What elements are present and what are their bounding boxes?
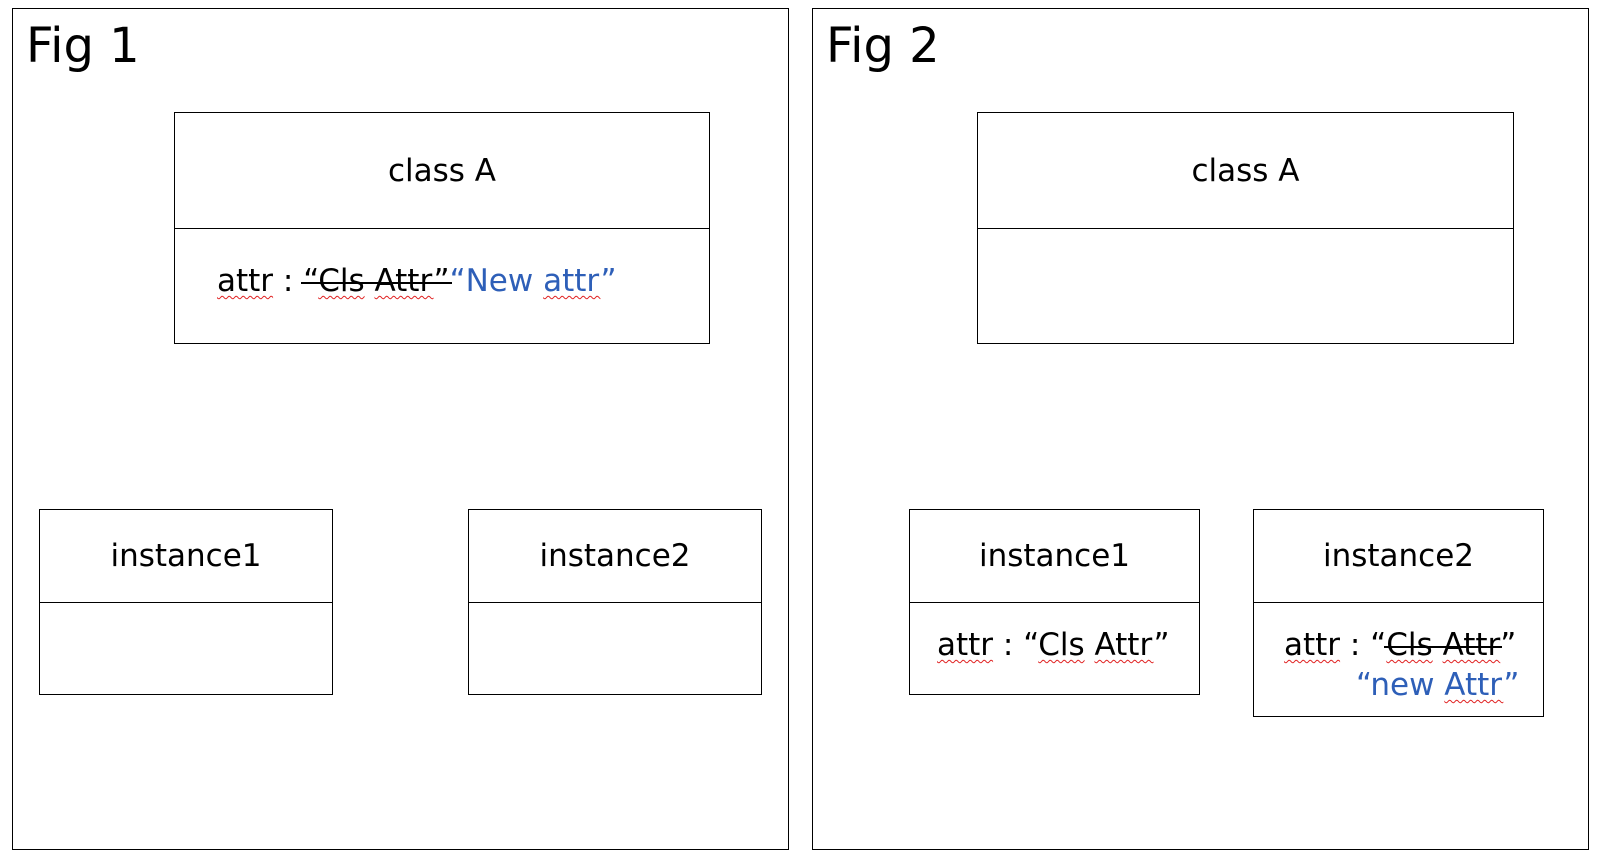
fig1-instance2-name: instance2 — [539, 538, 691, 574]
fig1-old-value: “Cls Attr” — [301, 263, 452, 299]
fig1-new-close: ” — [600, 263, 617, 299]
fig2-instance2-body: attr : “Cls Attr” “new Attr” — [1254, 602, 1543, 716]
fig2-instance1-attr-line: attr : “Cls Attr” — [937, 630, 1170, 661]
fig1-new-word: attr — [543, 263, 601, 299]
fig1-attr-key: attr — [217, 263, 274, 299]
fig1-class-attr-line: attr : “Cls Attr”“New attr” — [217, 266, 617, 297]
fig2-i2-old-value: Cls Attr — [1384, 627, 1503, 663]
fig1-instance2-body — [469, 602, 761, 694]
fig1-old-word1: Cls — [318, 263, 365, 299]
fig2-panel: Fig 2 class A instance1 attr : “Cls Attr… — [812, 8, 1589, 850]
fig1-old-word2: Attr — [374, 263, 434, 299]
fig1-new-value: “New attr” — [450, 263, 617, 299]
fig2-instance2-header: instance2 — [1254, 510, 1543, 603]
fig1-title: Fig 1 — [26, 18, 140, 74]
fig1-instance2-header: instance2 — [469, 510, 761, 603]
fig2-i1-word1: Cls — [1038, 627, 1085, 663]
fig2-i1-attr-key: attr — [937, 627, 994, 663]
fig2-instance1-box: instance1 attr : “Cls Attr” — [909, 509, 1200, 695]
fig2-title: Fig 2 — [826, 18, 940, 74]
fig2-i1-word2: Attr — [1094, 627, 1154, 663]
fig1-old-close-quote: ” — [433, 263, 450, 299]
fig1-instance1-box: instance1 — [39, 509, 333, 695]
fig2-i2-new-word: Attr — [1444, 667, 1504, 703]
fig2-i2-old-close-quote: ” — [1500, 627, 1517, 663]
fig1-class-a-header: class A — [175, 113, 709, 229]
fig1-class-a-name: class A — [387, 152, 496, 189]
fig1-new-open: “New — [449, 263, 544, 299]
fig2-i2-old-open-quote: “ — [1370, 627, 1387, 663]
fig2-instance1-header: instance1 — [910, 510, 1199, 603]
fig2-i2-new-open: “new — [1356, 667, 1445, 703]
fig2-i2-new-close: ” — [1503, 667, 1520, 703]
fig2-i2-attr-key: attr — [1284, 627, 1341, 663]
fig2-class-a-body — [978, 228, 1513, 343]
fig1-attr-sep: : — [273, 263, 304, 299]
fig1-instance1-body — [40, 602, 332, 694]
fig1-instance1-name: instance1 — [110, 538, 262, 574]
fig1-old-open-quote: “ — [303, 263, 319, 299]
fig2-i2-old-word2: Attr — [1442, 627, 1501, 663]
fig2-instance1-body: attr : “Cls Attr” — [910, 602, 1199, 694]
fig2-class-a-box: class A — [977, 112, 1514, 344]
fig2-instance2-new-value: “new Attr” — [1356, 670, 1519, 701]
fig2-class-a-header: class A — [978, 113, 1513, 229]
fig1-class-a-box: class A attr : “Cls Attr”“New attr” — [174, 112, 710, 344]
fig2-class-a-name: class A — [1191, 152, 1300, 189]
fig2-i1-open-quote: “ — [1023, 627, 1039, 663]
fig2-instance1-name: instance1 — [978, 538, 1131, 574]
fig2-instance2-attr-line: attr : “Cls Attr” — [1284, 630, 1516, 661]
fig2-instance2-name: instance2 — [1322, 538, 1475, 574]
fig1-panel: Fig 1 class A attr : “Cls Attr”“New attr… — [12, 8, 789, 850]
fig2-instance2-box: instance2 attr : “Cls Attr” “new Attr” — [1253, 509, 1544, 717]
fig2-i2-old-word1: Cls — [1386, 627, 1433, 663]
fig1-instance1-header: instance1 — [40, 510, 332, 603]
fig1-class-a-body: attr : “Cls Attr”“New attr” — [175, 228, 709, 343]
fig2-i1-attr-sep: : — [993, 627, 1024, 663]
fig1-instance2-box: instance2 — [468, 509, 762, 695]
fig2-i1-close-quote: ” — [1153, 627, 1170, 663]
fig2-i2-attr-sep: : — [1340, 627, 1371, 663]
